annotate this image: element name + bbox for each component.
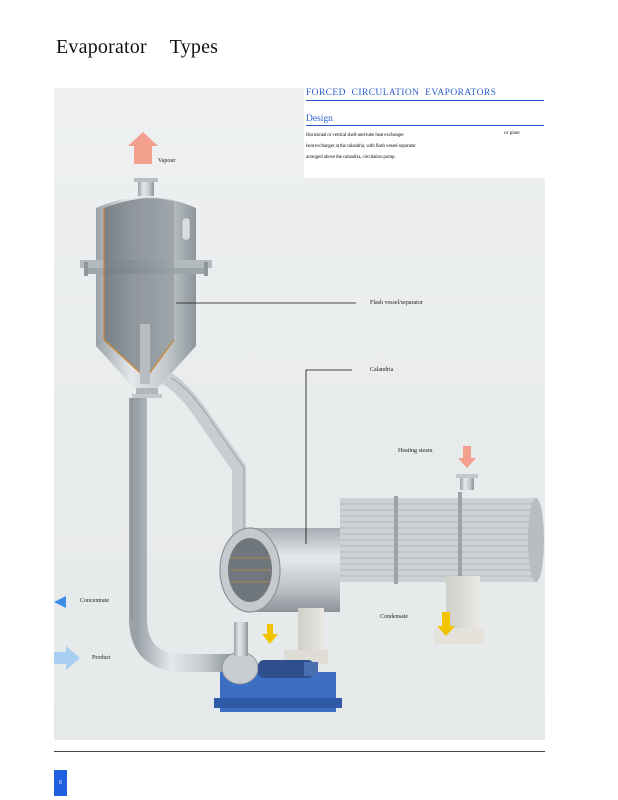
info-body-right: or plate xyxy=(504,130,520,136)
circulation-pump xyxy=(214,622,342,712)
vapour-outlet xyxy=(134,178,158,196)
flow-arrows xyxy=(54,132,476,670)
riser-pipe xyxy=(162,371,246,538)
label-product: Product xyxy=(92,655,111,661)
label-calandria: Calandria xyxy=(370,367,394,373)
label-flash-vessel: Flash vessel/separator xyxy=(370,300,423,306)
condensate-arrow-icon-2 xyxy=(437,612,455,636)
footer-rule xyxy=(54,751,545,752)
heating-steam-arrow-icon xyxy=(458,446,476,468)
flash-vessel xyxy=(80,197,212,398)
info-body-line: arranged above the calandria, circulatio… xyxy=(306,154,396,160)
label-concentrate: Concentrate xyxy=(80,598,109,604)
info-body: Horizontal or vertical shell-and-tube he… xyxy=(306,130,476,163)
info-heading: FORCED CIRCULATION EVAPORATORS xyxy=(306,88,544,101)
label-condensate: Condensate xyxy=(380,614,408,620)
evaporator-diagram xyxy=(80,178,544,712)
page-number-badge: 6 xyxy=(54,770,67,796)
calandria xyxy=(219,474,544,613)
downcomer-pipe xyxy=(129,398,232,672)
evaporator-illustration: FORCED CIRCULATION EVAPORATORS Design Ho… xyxy=(54,88,545,740)
info-subheading: Design xyxy=(306,114,544,126)
label-heating-steam: Heating steam xyxy=(398,448,433,454)
vapour-arrow-icon xyxy=(128,132,158,164)
leader-lines xyxy=(176,302,356,544)
concentrate-arrow-icon xyxy=(54,596,78,608)
condensate-arrow-icon-1 xyxy=(262,624,278,644)
label-vapour: Vapour xyxy=(158,158,176,164)
info-body-line: heat exchanger at the calandria, with fl… xyxy=(306,143,416,149)
product-arrow-icon xyxy=(54,646,80,670)
info-box: FORCED CIRCULATION EVAPORATORS Design Ho… xyxy=(304,88,545,178)
calandria-supports xyxy=(284,576,484,664)
info-body-line: Horizontal or vertical shell-and-tube he… xyxy=(306,132,404,138)
page-title: Evaporator Types xyxy=(56,36,219,58)
